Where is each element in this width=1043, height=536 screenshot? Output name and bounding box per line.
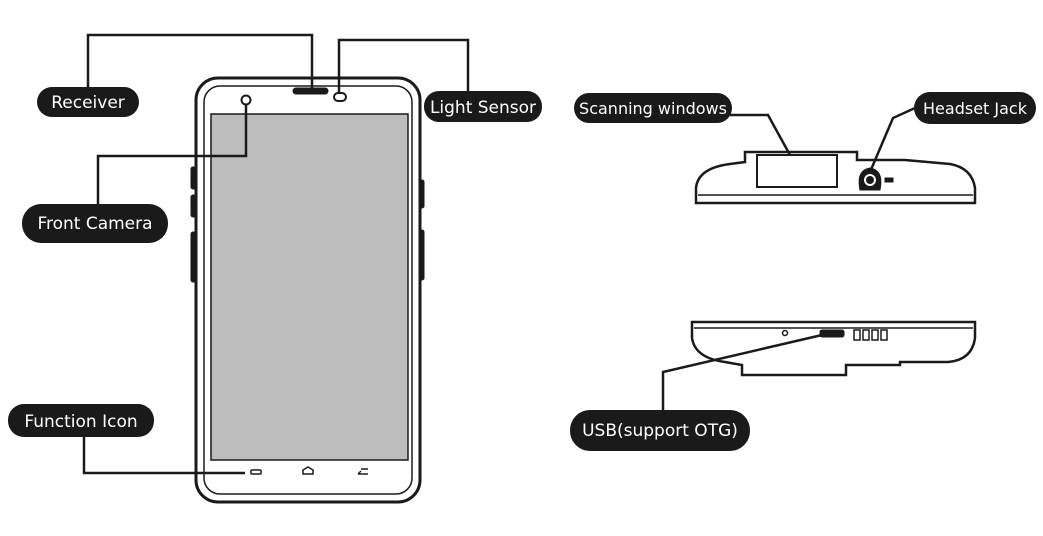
receiver-leader: [86, 33, 314, 89]
headset-jack-leader: [868, 106, 916, 173]
headset-jack-port: [858, 167, 882, 191]
receiver-slot: [292, 87, 329, 95]
label-front-camera-text: Front Camera: [37, 214, 152, 234]
label-function-icon: Function Icon: [8, 404, 154, 437]
top-edge-view: [694, 150, 977, 205]
headset-jack-ring: [864, 174, 876, 186]
label-usb: USB(support OTG): [570, 410, 750, 451]
scanning-window: [756, 154, 838, 188]
label-function-icon-text: Function Icon: [24, 412, 137, 432]
menu-icon: [250, 469, 262, 475]
light-sensor-dot: [333, 92, 347, 102]
label-front-camera: Front Camera: [22, 204, 168, 243]
label-headset-jack: Headset Jack: [914, 92, 1036, 124]
label-scanning-windows: Scanning windows: [574, 93, 732, 123]
top-edge-body: [694, 150, 977, 205]
label-headset-jack-text: Headset Jack: [923, 99, 1028, 118]
front-camera-dot: [240, 94, 252, 106]
label-receiver: Receiver: [37, 87, 139, 117]
leader-lines: [82, 33, 916, 475]
microphone-hole: [781, 329, 789, 337]
bottom-edge-view: [690, 320, 977, 377]
phone-screen: [210, 113, 409, 461]
light-sensor-leader: [337, 38, 470, 93]
front-camera-leader: [96, 105, 248, 205]
home-icon: [302, 466, 314, 475]
back-icon: [357, 468, 368, 475]
headset-jack-mark: [884, 177, 894, 183]
usb-port: [819, 329, 845, 338]
label-scanning-windows-text: Scanning windows: [579, 99, 727, 118]
usb-leader: [661, 333, 823, 412]
function-icon-leader: [82, 436, 245, 475]
scanning-windows-leader: [730, 113, 792, 156]
label-light-sensor-text: Light Sensor: [430, 98, 536, 118]
label-receiver-text: Receiver: [51, 93, 125, 113]
label-usb-text: USB(support OTG): [582, 421, 738, 441]
bottom-edge-body: [690, 320, 977, 377]
phone-inner-bezel: [203, 85, 413, 495]
label-light-sensor: Light Sensor: [424, 91, 542, 122]
speaker-grille: [853, 329, 888, 341]
phone-front-view: [190, 76, 425, 504]
